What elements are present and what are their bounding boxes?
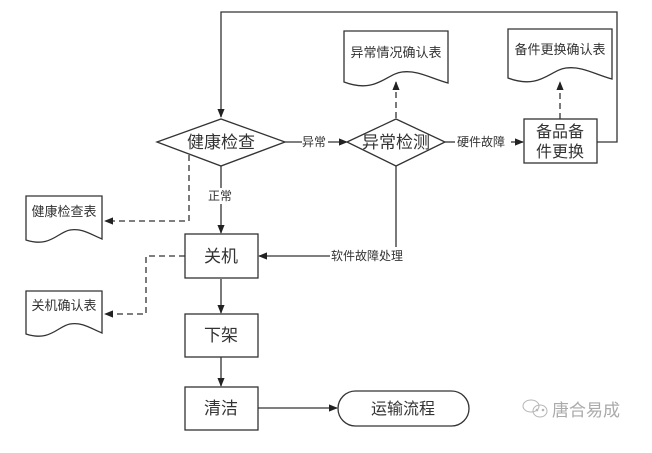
node-unshelve[interactable]: 下架 [184,313,259,358]
node-spare-replace[interactable]: 备品备 件更换 [523,118,598,164]
edge-health-to-form [104,155,190,225]
node-clean-label: 清洁 [204,399,238,419]
node-unshelve-label: 下架 [204,326,238,346]
edge-label-hardware-fault: 硬件故障 [457,134,505,149]
doc-spare-confirm-label: 备件更换确认表 [514,42,605,58]
node-clean[interactable]: 清洁 [184,386,259,431]
doc-anomaly-confirm-label: 异常情况确认表 [350,46,441,61]
watermark: 唐合易成 [522,399,620,421]
doc-health-check-form-label: 健康检查表 [31,204,96,220]
edge-label-normal: 正常 [208,189,232,203]
node-spare-replace-label-1: 备品备 [536,122,584,141]
doc-shutdown-confirm[interactable]: 关机确认表 [25,290,103,337]
doc-spare-confirm[interactable]: 备件更换确认表 [507,28,613,83]
node-health-check-label: 健康检查 [187,133,255,153]
node-spare-replace-label-2: 件更换 [536,142,584,161]
edge-loop-back [217,11,618,143]
doc-shutdown-confirm-label: 关机确认表 [31,299,96,314]
node-shutdown-label: 关机 [204,247,238,267]
node-anomaly-detect[interactable]: 异常检测 [345,118,447,167]
wechat-icon [522,399,548,418]
node-transport[interactable]: 运输流程 [337,390,470,427]
edge-shutdown-to-doc [104,255,185,318]
node-shutdown[interactable]: 关机 [184,233,259,279]
doc-health-check-form[interactable]: 健康检查表 [25,195,103,243]
node-anomaly-detect-label: 异常检测 [362,133,430,153]
node-health-check[interactable]: 健康检查 [155,118,287,167]
edge-label-abnormal: 异常 [302,135,326,149]
node-transport-label: 运输流程 [371,399,435,418]
doc-anomaly-confirm[interactable]: 异常情况确认表 [343,30,449,87]
watermark-text: 唐合易成 [552,400,620,421]
edge-label-software-fault: 软件故障处理 [331,248,403,263]
